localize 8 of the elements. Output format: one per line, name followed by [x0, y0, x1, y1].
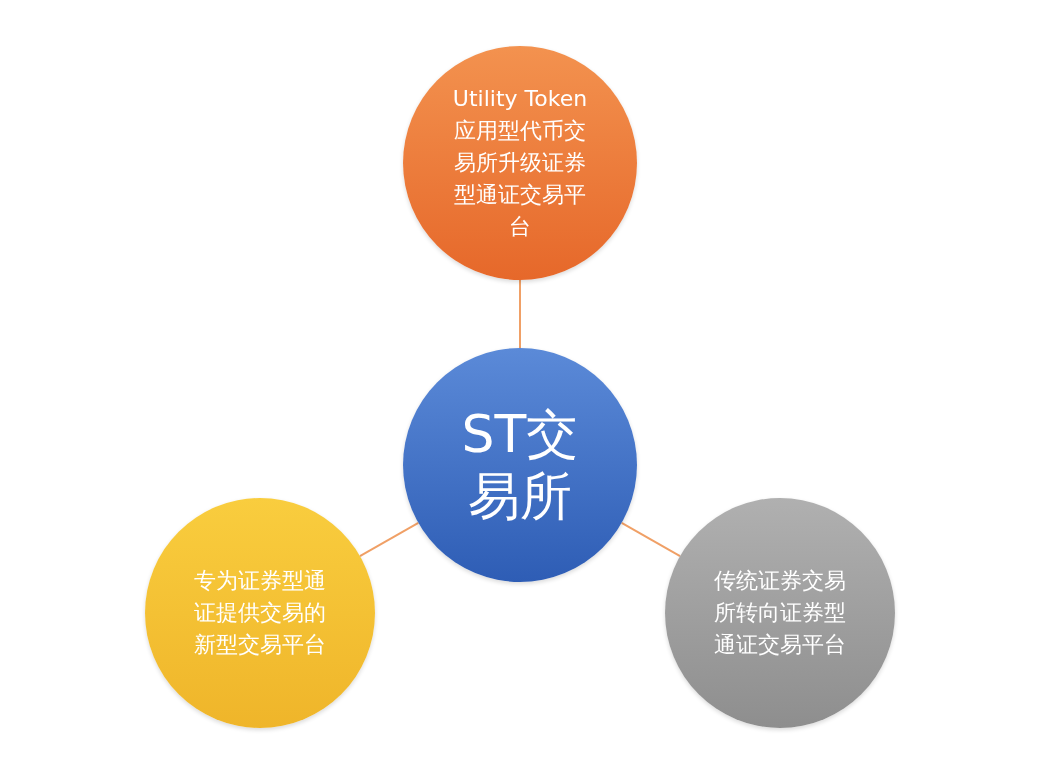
connector-line — [519, 279, 521, 349]
connector-line — [358, 521, 420, 558]
circle-text: 应用型代币交易所升级证券型通证交易平台 — [453, 117, 587, 241]
circle-text: ST交易所 — [460, 402, 580, 528]
circle-text: 传统证券交易所转向证券型通证交易平台 — [713, 567, 847, 659]
circle-text: 专为证券型通证提供交易的新型交易平台 — [193, 567, 327, 659]
circle-text: Utility Token — [452, 85, 588, 114]
connector-line — [620, 521, 682, 558]
